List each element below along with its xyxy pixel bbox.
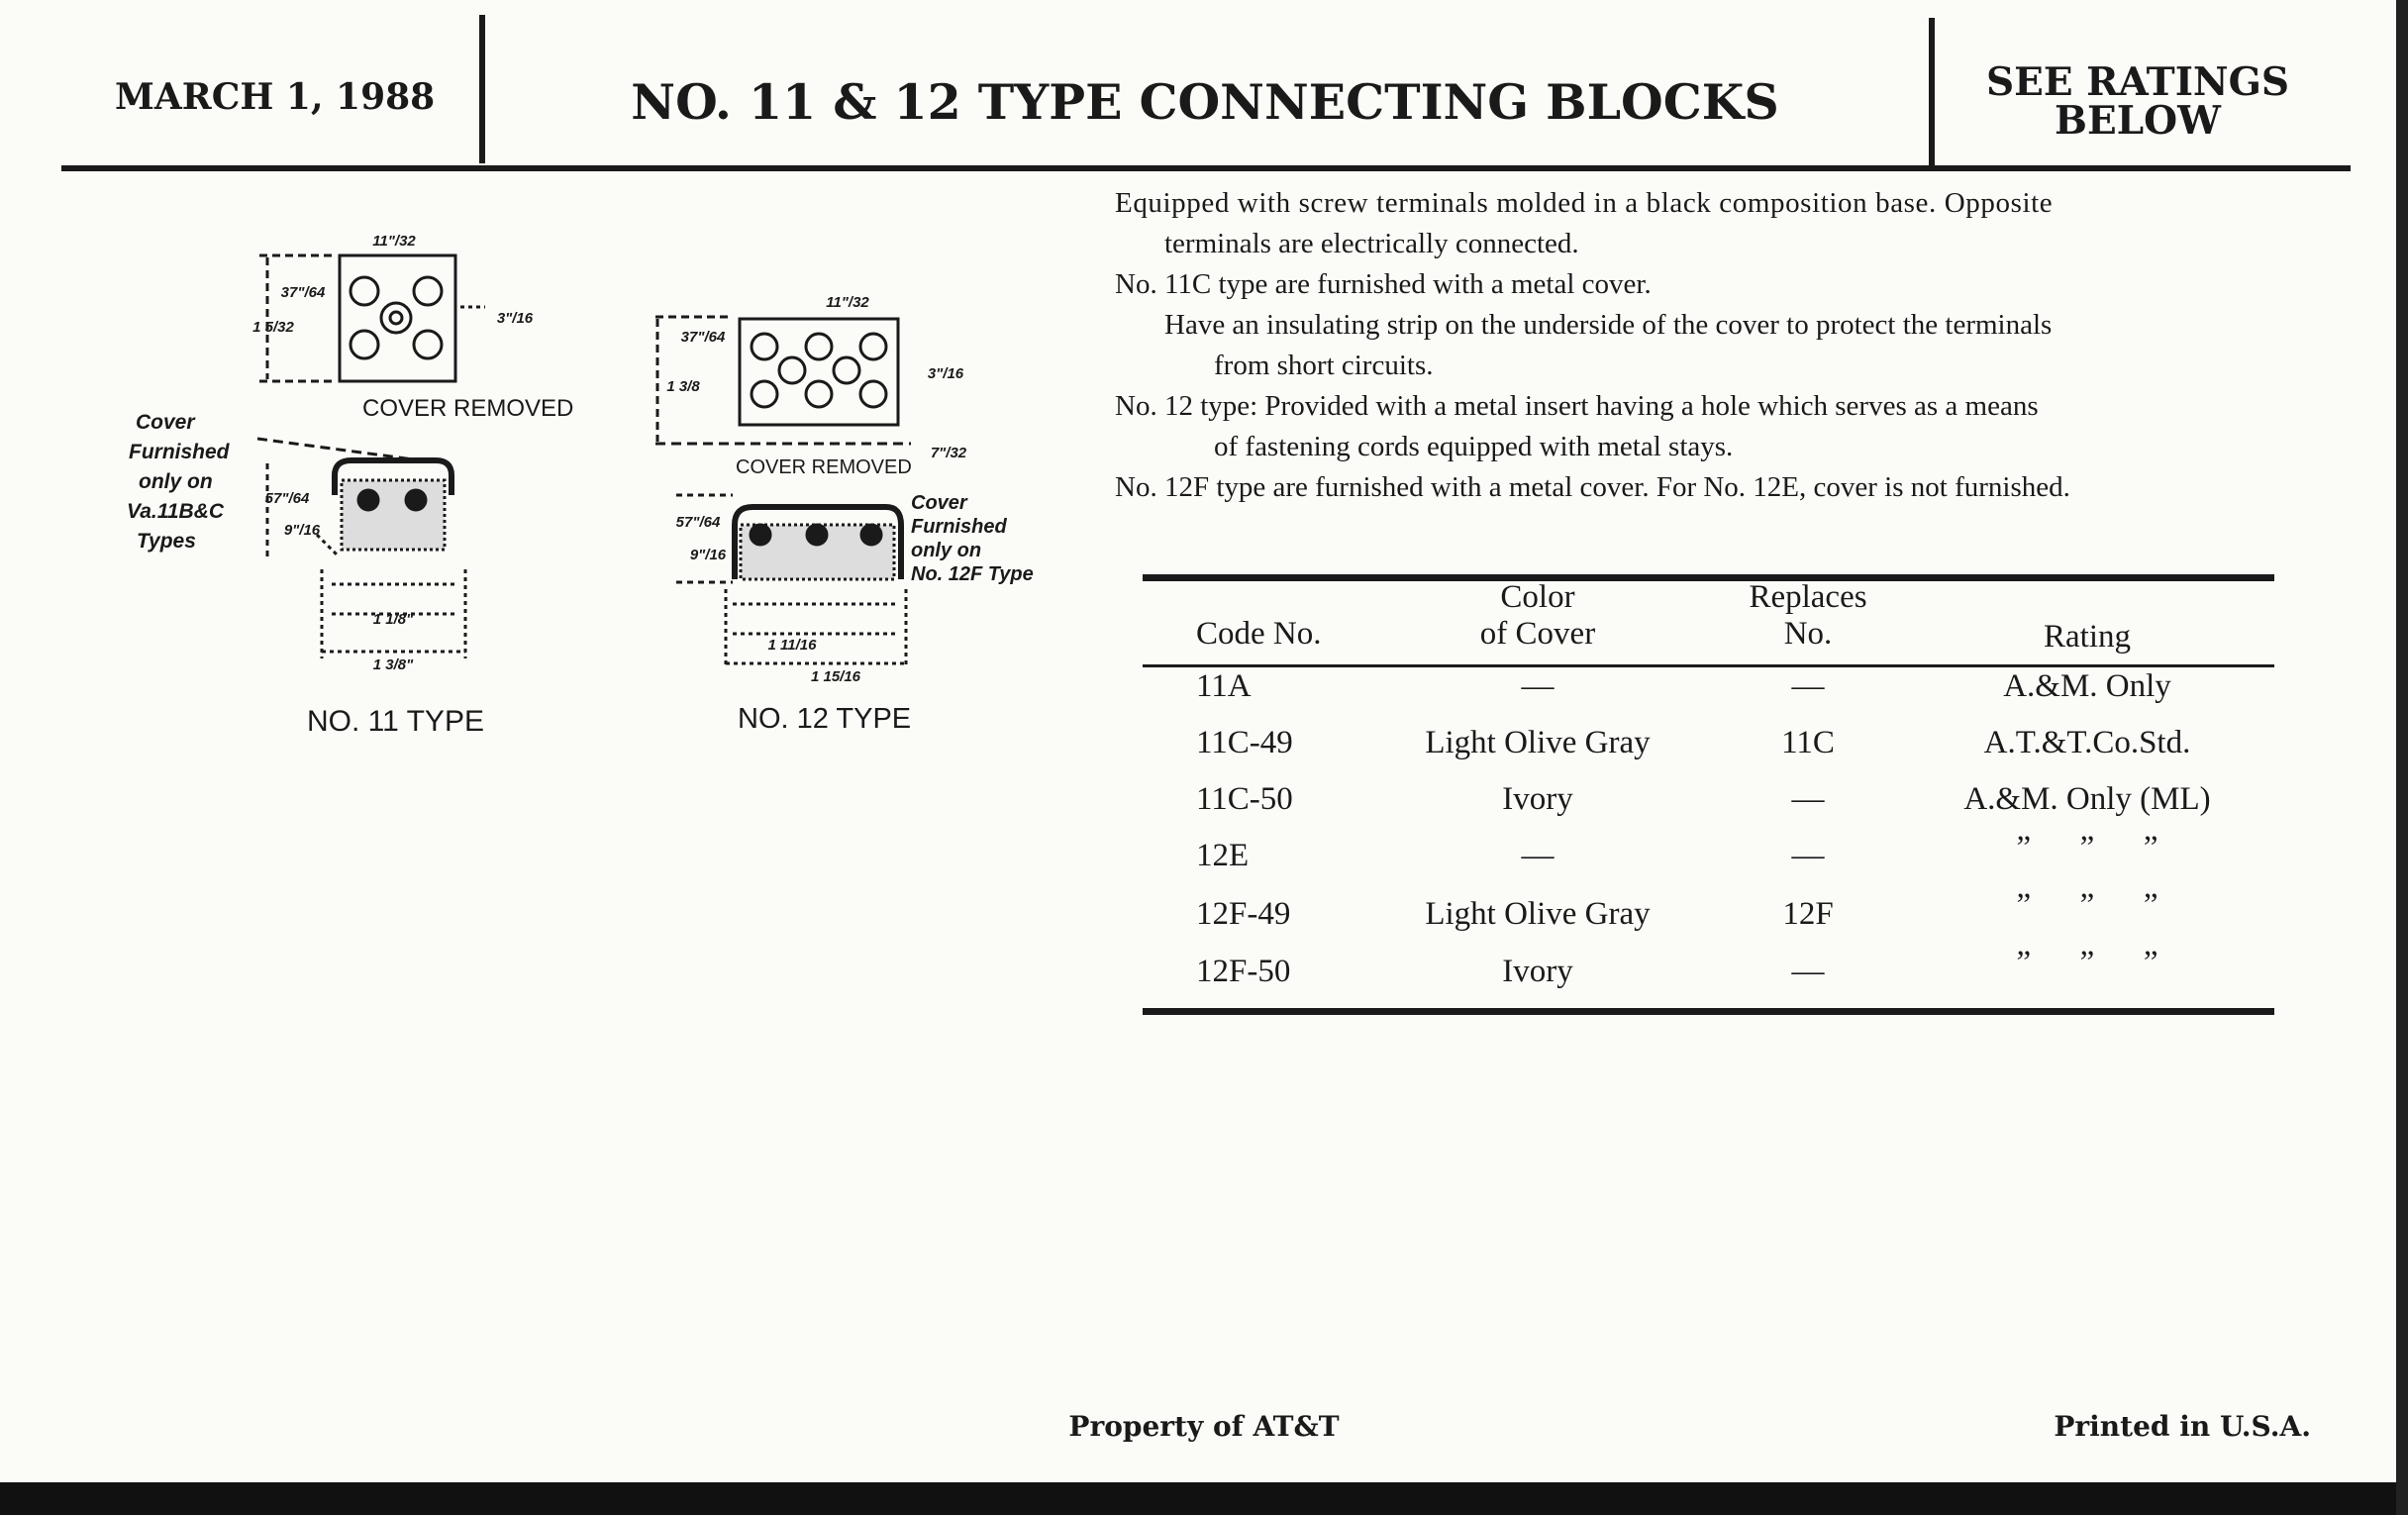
cell-replaces: — (1791, 781, 1825, 817)
cell-rating: ” ” ” (2016, 830, 2158, 865)
note-line: Furnished (129, 441, 231, 463)
table-top-rule (1143, 574, 2274, 581)
dimension-label: 7"/32 (931, 445, 967, 461)
no11-dimensions: 11"/32 37"/64 1 5/32 3"/16 57"/64 9"/16 … (252, 233, 534, 673)
cell-code: 12F-50 (1196, 954, 1291, 989)
header-code: Code No. (1196, 616, 1322, 652)
cell-code: 12E (1196, 838, 1250, 873)
dimension-label: 9"/16 (690, 547, 727, 563)
description: Equipped with screw terminals molded in … (1115, 183, 2299, 508)
footer-property: Property of AT&T (1068, 1410, 1340, 1443)
cell-rating: ” ” ” (2016, 887, 2158, 923)
footer-printed: Printed in U.S.A. (2054, 1410, 2311, 1443)
dimension-label: 37"/64 (681, 329, 726, 346)
header-color-line1: Color (1500, 579, 1575, 615)
no12-cover-note: Cover Furnished only on No. 12F Type (911, 492, 1034, 585)
cell-color: — (1521, 838, 1555, 873)
no11-cover-note: Cover Furnished only on Va.11B&C Types (127, 411, 231, 553)
dimension-label: 3"/16 (497, 310, 534, 327)
note-line: Types (137, 530, 196, 553)
cell-code: 12F-49 (1196, 896, 1291, 932)
no12-cover-removed-label: COVER REMOVED (736, 456, 912, 478)
scan-border-bottom (0, 1482, 2408, 1515)
description-line: Have an insulating strip on the undersid… (1164, 309, 2053, 341)
dimension-label: 37"/64 (281, 284, 326, 301)
dimension-label: 1 5/32 (252, 319, 294, 336)
dimension-label: 11"/32 (826, 294, 869, 311)
header-color-line2: of Cover (1479, 616, 1596, 652)
date: MARCH 1, 1988 (115, 76, 436, 118)
header-divider-left (479, 15, 485, 163)
description-line: No. 11C type are furnished with a metal … (1115, 268, 1652, 300)
note-line: Furnished (911, 516, 1007, 538)
cell-color: Light Olive Gray (1425, 896, 1651, 932)
no11-top-view (259, 253, 485, 383)
note-line: Va.11B&C (127, 500, 225, 523)
description-line: terminals are electrically connected. (1164, 228, 1579, 259)
dimension-label: 3"/16 (928, 365, 964, 382)
note-line: No. 12F Type (911, 563, 1034, 585)
cell-replaces: 12F (1782, 896, 1834, 932)
dimension-label: 57"/64 (265, 490, 310, 507)
description-line: No. 12F type are furnished with a metal … (1115, 471, 2070, 503)
page-title: NO. 11 & 12 TYPE CONNECTING BLOCKS (631, 73, 1779, 131)
scan-border-right (2396, 0, 2408, 1515)
table-header-rule (1143, 664, 2274, 667)
description-line: No. 12 type: Provided with a metal inser… (1115, 390, 2039, 422)
header-rating: Rating (2044, 619, 2131, 655)
dimension-label: 1 15/16 (811, 668, 861, 685)
cell-code: 11C-50 (1196, 781, 1293, 817)
cell-rating: A.&M. Only (2003, 668, 2171, 704)
table-bottom-rule (1143, 1008, 2274, 1015)
note-line: Cover (911, 492, 968, 514)
ratings-note-line1: SEE RATINGS (1985, 59, 2290, 105)
no12-side-view (676, 493, 908, 668)
dimension-label: 1 3/8" (373, 656, 414, 673)
dimension-label: 1 11/16 (768, 637, 818, 654)
cell-rating: A.&M. Only (ML) (1963, 781, 2211, 817)
no11-side-view (256, 437, 467, 658)
cell-rating: ” ” ” (2016, 945, 2158, 980)
dimension-label: 57"/64 (676, 514, 721, 531)
no11-caption: NO. 11 TYPE (307, 705, 484, 738)
cell-code: 11C-49 (1196, 725, 1293, 760)
no12-top-view (655, 315, 911, 446)
dimension-label: 9"/16 (284, 522, 321, 539)
header-divider-right (1929, 18, 1935, 166)
cell-color: Light Olive Gray (1425, 725, 1651, 760)
ratings-note-line2: BELOW (2055, 98, 2221, 144)
no12-dimensions: 11"/32 37"/64 1 3/8 3"/16 7"/32 57"/64 9… (666, 294, 966, 685)
note-line: only on (911, 540, 981, 561)
header-replaces-line1: Replaces (1749, 579, 1867, 615)
header-replaces-line2: No. (1783, 616, 1833, 652)
ratings-note: SEE RATINGS BELOW (1986, 63, 2289, 141)
cell-replaces: — (1791, 668, 1825, 704)
cell-color: — (1521, 668, 1555, 704)
cell-color: Ivory (1502, 781, 1573, 817)
cell-rating: A.T.&T.Co.Std. (1983, 725, 2191, 760)
description-line: of fastening cords equipped with metal s… (1214, 431, 1734, 462)
description-line: Equipped with screw terminals molded in … (1115, 187, 2054, 219)
header-rule (61, 165, 2351, 171)
cell-color: Ivory (1502, 954, 1573, 989)
no12-caption: NO. 12 TYPE (738, 703, 911, 735)
dimension-label: 11"/32 (372, 233, 416, 250)
no11-cover-removed-label: COVER REMOVED (362, 395, 573, 422)
technical-drawings: COVER REMOVED 11"/32 37"/64 1 5/32 3"/16… (127, 233, 1034, 738)
cell-replaces: 11C (1781, 725, 1835, 760)
cell-code: 11A (1196, 668, 1252, 704)
cell-replaces: — (1791, 838, 1825, 873)
dimension-label: 1 1/8" (373, 611, 414, 628)
dimension-label: 1 3/8 (666, 378, 700, 395)
description-line: from short circuits. (1214, 350, 1434, 381)
cell-replaces: — (1791, 954, 1825, 989)
note-line: Cover (136, 411, 196, 434)
note-line: only on (139, 470, 213, 493)
